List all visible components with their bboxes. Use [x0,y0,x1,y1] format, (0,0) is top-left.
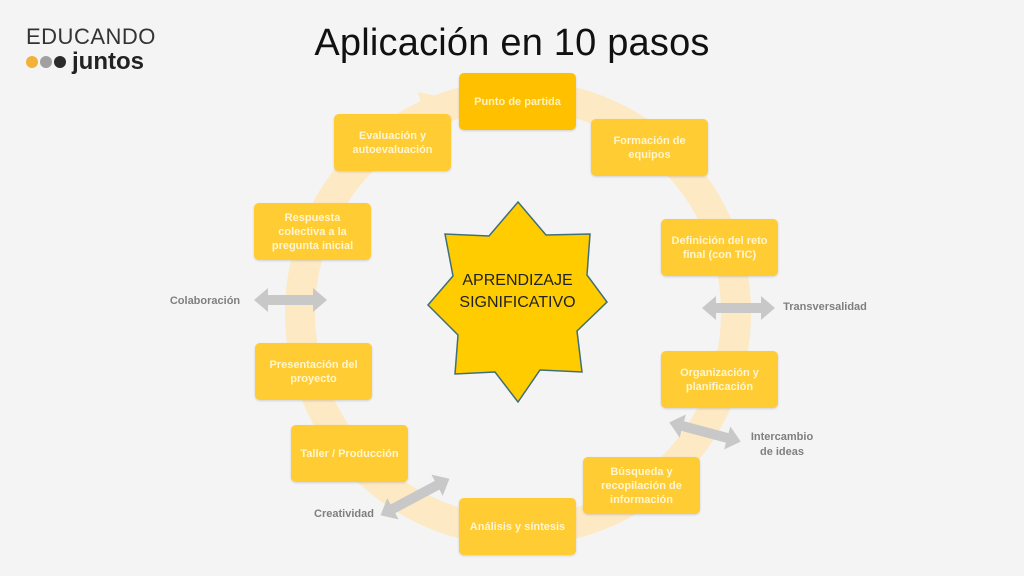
logo-dot-gray [40,56,52,68]
label-intercambio-line2: de ideas [759,446,805,458]
step-box-taller: Taller / Producción [291,425,408,482]
center-star [426,200,608,404]
center-label-line2: SIGNIFICATIVO [459,294,576,311]
step-box-organizacion: Organización y planificación [661,351,778,408]
label-transversalidad: Transversalidad [783,301,867,313]
page-title: Aplicación en 10 pasos [314,22,710,64]
step-box-presentacion: Presentación del proyecto [255,343,372,400]
step-box-punto-de-partida: Punto de partida [459,73,576,130]
logo-bottom-text: juntos [72,48,144,75]
intercambio-double-arrow [669,414,741,450]
logo-dot-black [54,56,66,68]
educando-juntos-logo: EDUCANDO juntos [26,26,156,74]
step-box-evaluacion: Evaluación y autoevaluación [334,114,451,171]
step-label: Respuesta colectiva a la pregunta inicia… [271,211,354,252]
step-label: Búsqueda y recopilación de información [601,465,682,506]
creatividad-double-arrow [380,474,450,520]
step-box-busqueda: Búsqueda y recopilación de información [583,457,700,514]
logo-top-text: EDUCANDO [26,24,156,49]
step-label: Presentación del proyecto [269,358,358,385]
colaboracion-double-arrow [254,288,327,312]
step-label: Evaluación y autoevaluación [352,129,433,156]
logo-dot-yellow [26,56,38,68]
transversalidad-double-arrow [702,296,775,320]
step-label: Organización y planificación [680,366,759,393]
step-label: Definición del reto final (con TIC) [671,234,768,261]
center-label-line1: APRENDIZAJE [462,272,573,289]
center-label: APRENDIZAJE SIGNIFICATIVO [445,270,590,314]
label-creatividad: Creatividad [314,508,374,520]
logo-bottom-row: juntos [26,50,156,74]
step-box-analisis: Análisis y síntesis [459,498,576,555]
double-arrows [254,288,775,520]
step-label: Taller / Producción [300,447,399,460]
label-intercambio-de-ideas: Intercambio de ideas [742,430,822,460]
step-label: Formación de equipos [613,134,686,161]
label-colaboracion: Colaboración [169,295,241,307]
step-label: Análisis y síntesis [469,520,566,533]
step-box-definicion-del-reto: Definición del reto final (con TIC) [661,219,778,276]
step-box-formacion-de-equipos: Formación de equipos [591,119,708,176]
label-intercambio-line1: Intercambio [750,431,814,443]
step-label: Punto de partida [474,95,561,108]
step-box-respuesta-colectiva: Respuesta colectiva a la pregunta inicia… [254,203,371,260]
